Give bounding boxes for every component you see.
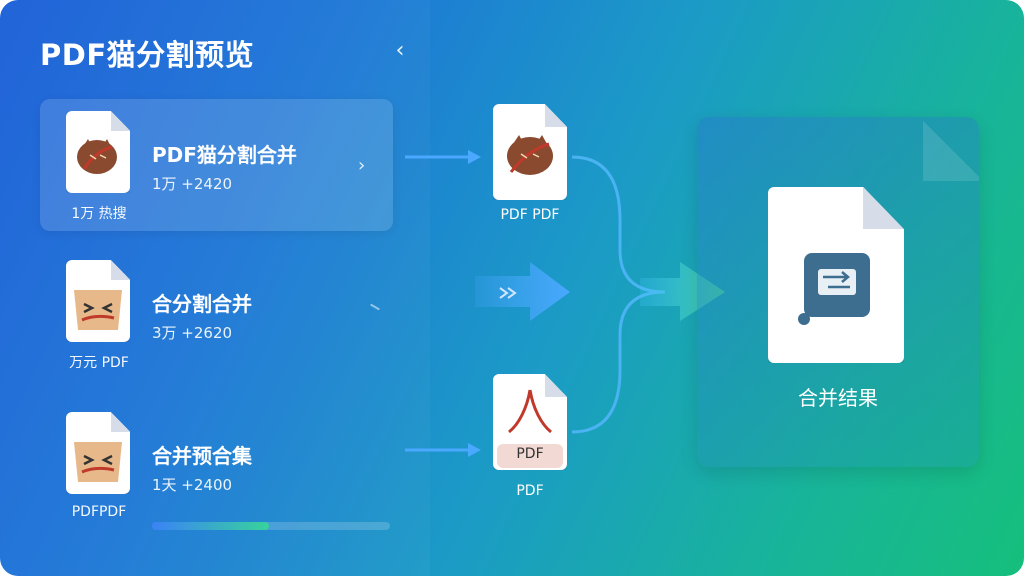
file-thumbnail [66,260,130,342]
progress-fill [152,522,269,530]
file-item[interactable]: PDFPDF 合并预合集 1天 +2400 [40,400,393,532]
split-file-caption: PDF PDF [500,207,560,223]
pdf-cat-face-icon [74,442,122,482]
file-item[interactable]: 1万 热搜 PDF猫分割合并 1万 +2420 › [40,99,393,231]
file-thumbnail [66,412,130,494]
thumbnail-caption: 1万 热搜 [71,206,127,222]
file-meta: 1万 +2420 [152,175,233,193]
pdf-badge: PDF [516,446,544,462]
file-name: PDF猫分割合并 [152,143,297,167]
merge-arrow-icon [798,253,870,325]
file-thumbnail [66,111,130,193]
arrow-right-icon [405,150,481,164]
thumbnail-caption: PDFPDF [71,504,127,520]
result-document [768,187,904,363]
split-file-preview[interactable]: PDF [493,374,567,470]
fast-forward-icon [475,262,570,321]
chevron-left-icon[interactable]: ‹ [395,37,405,63]
split-file-caption: PDF [516,483,544,499]
file-meta: 1天 +2400 [152,476,233,494]
file-item[interactable]: 万元 PDF 合分割合并 3万 +2620 [40,248,393,380]
acrobat-pdf-icon [497,389,563,468]
file-name: 合分割合并 [152,292,252,316]
thumbnail-caption: 万元 PDF [69,355,129,371]
split-file-preview[interactable] [493,104,567,200]
pdf-cat-icon [507,135,553,175]
progress-bar [152,522,390,530]
file-meta: 3万 +2620 [152,324,233,342]
arrow-right-icon [405,443,481,457]
chevron-right-icon[interactable]: › [358,155,366,176]
pdf-cat-icon [77,139,117,174]
page-title: PDF猫分割预览 [40,38,255,72]
result-label: 合并结果 [798,386,878,410]
file-name: 合并预合集 [152,444,252,468]
merge-curve [571,155,725,434]
pdf-cat-face-icon [74,290,122,330]
merge-result-card[interactable]: 合并结果 [697,117,979,467]
